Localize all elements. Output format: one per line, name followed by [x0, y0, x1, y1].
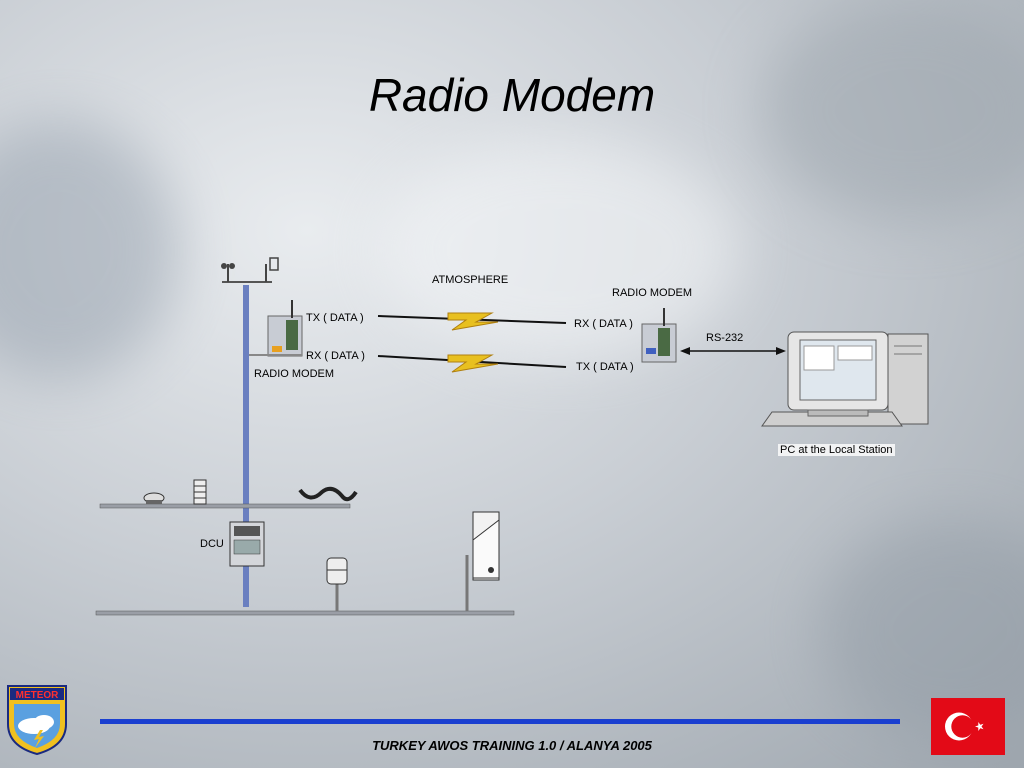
rs232-label: RS-232: [706, 332, 744, 344]
turkish-flag-icon: [931, 698, 1005, 755]
temperature-shield-icon: [193, 479, 207, 505]
left-tx-label: TX ( DATA ): [306, 312, 364, 324]
left-radio-modem-unit: [267, 300, 303, 357]
sensor-boom: [99, 503, 351, 509]
barometer-cabinet-icon: [472, 511, 500, 581]
pc-computer-icon: [761, 331, 929, 427]
right-tx-label: TX ( DATA ): [576, 361, 634, 373]
cable-icon: [298, 486, 358, 502]
dcu-label: DCU: [200, 538, 224, 550]
rs232-arrow: [680, 347, 786, 355]
left-rx-label: RX ( DATA ): [306, 350, 365, 362]
sky-cloud: [760, 0, 1024, 220]
right-modem-label: RADIO MODEM: [612, 287, 693, 299]
lightning-bolt-icon: [447, 312, 499, 331]
atmosphere-label: ATMOSPHERE: [432, 274, 509, 286]
wind-vane-icon: [265, 257, 279, 282]
wind-sensor-icon: [221, 263, 235, 282]
rain-gauge-icon: [326, 557, 348, 585]
right-rx-label: RX ( DATA ): [574, 318, 633, 330]
svg-text:METEOR: METEOR: [16, 690, 60, 701]
station-mast: [243, 285, 249, 607]
pc-label: PC at the Local Station: [778, 444, 895, 456]
lightning-bolt-icon: [447, 354, 499, 373]
footer-text: TURKEY AWOS TRAINING 1.0 / ALANYA 2005: [372, 738, 652, 753]
right-radio-modem-unit: [641, 308, 677, 363]
pyranometer-icon: [143, 492, 165, 504]
dcu-unit: [229, 521, 265, 567]
meteor-logo-icon: METEOR: [7, 685, 67, 756]
ground-pipe: [95, 610, 515, 616]
left-modem-label: RADIO MODEM: [254, 368, 335, 380]
slide-title: Radio Modem: [368, 69, 656, 121]
footer-divider: [100, 719, 900, 724]
